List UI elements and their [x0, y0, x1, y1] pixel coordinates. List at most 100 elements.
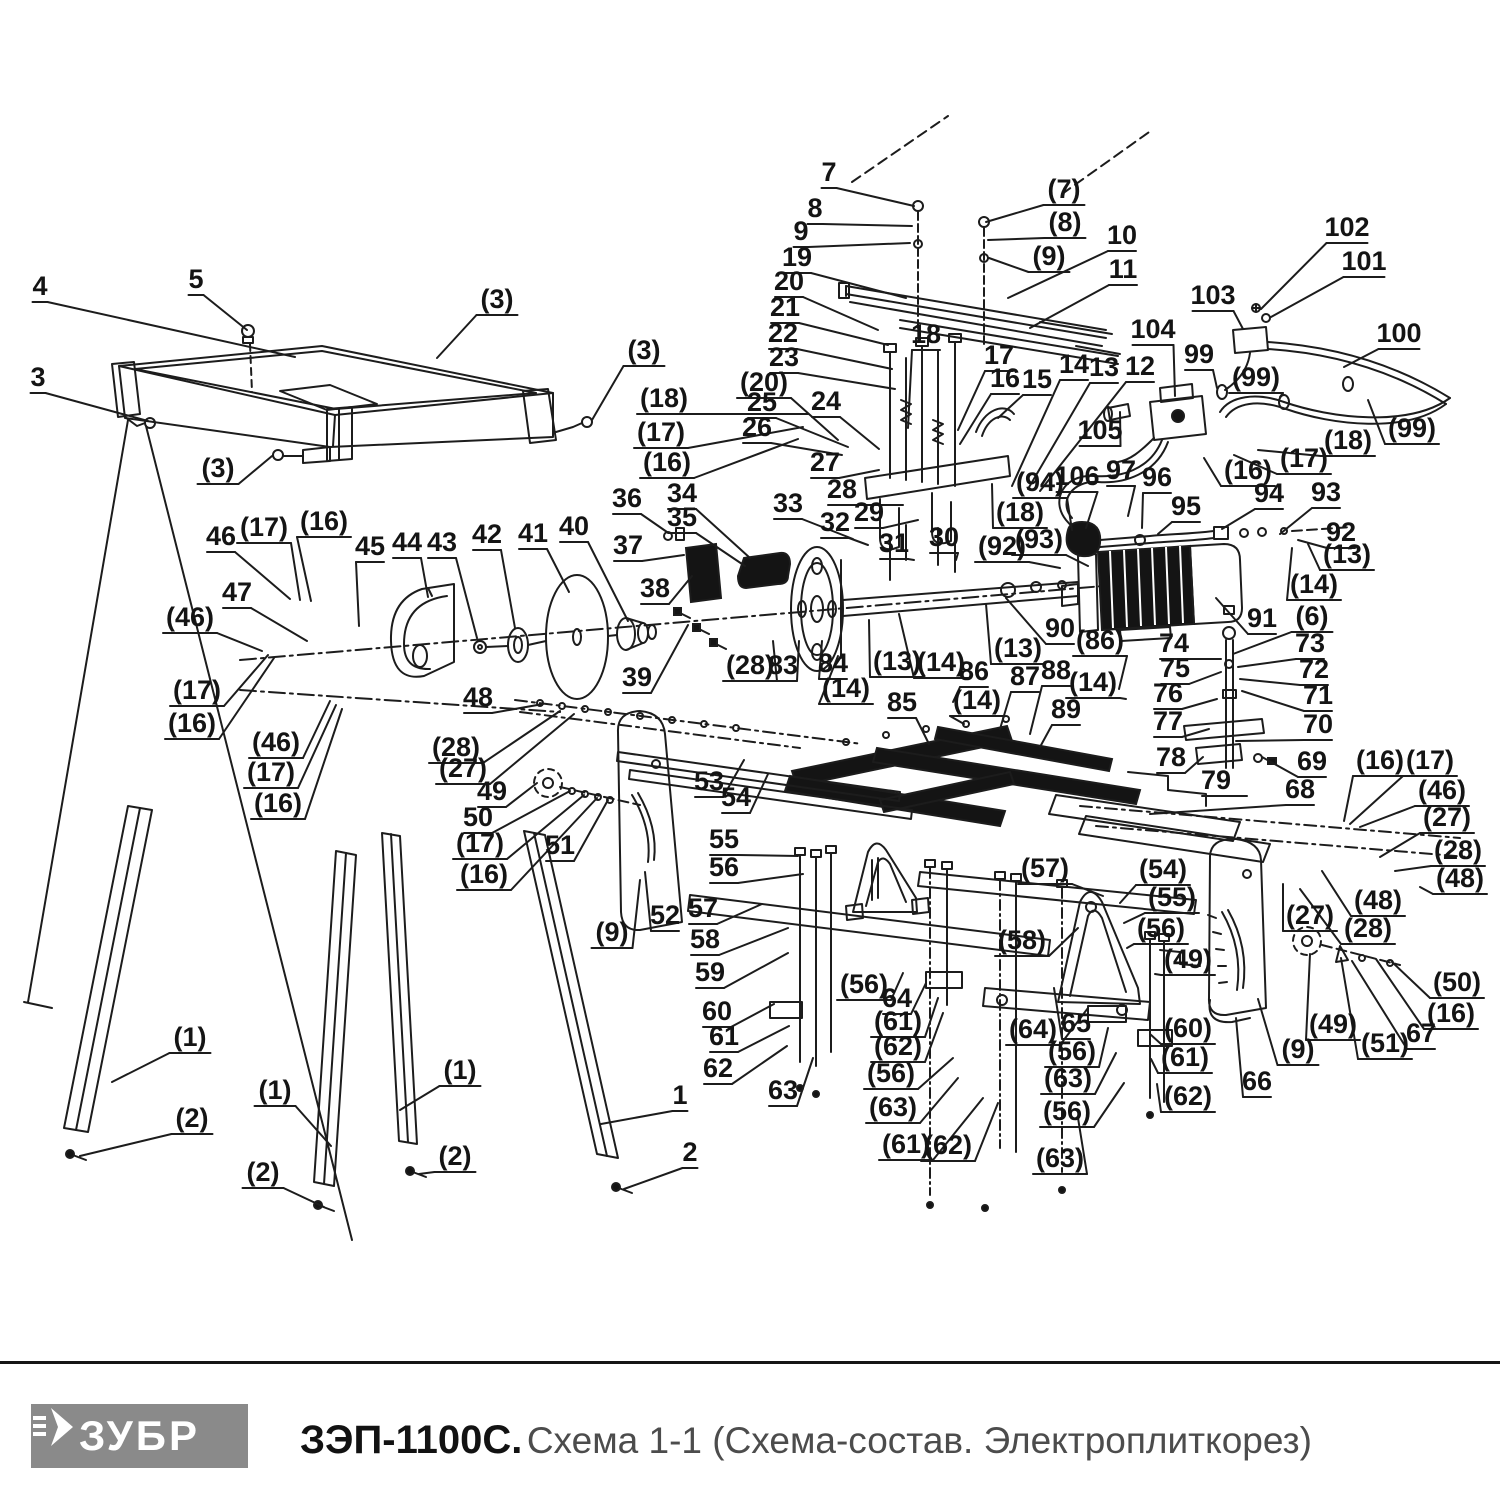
part-label: 61	[709, 1021, 739, 1051]
leader-line	[917, 1057, 954, 1090]
leader-line	[807, 242, 911, 248]
part-label: (86)	[1076, 625, 1124, 655]
part-label: 78	[1156, 742, 1186, 772]
part-label: (27)	[439, 753, 487, 783]
part-label: 71	[1303, 680, 1333, 710]
part-label: (18)	[996, 497, 1044, 527]
part-label: (1)	[259, 1075, 292, 1105]
leader-line	[1027, 382, 1091, 490]
part-label: 76	[1153, 678, 1183, 708]
part-label: (99)	[1388, 413, 1436, 443]
leader-line	[722, 759, 745, 798]
part-label: (2)	[176, 1103, 209, 1133]
part-label: (55)	[1148, 882, 1196, 912]
leader-line	[44, 392, 149, 422]
part-label: 63	[768, 1075, 798, 1105]
part-label: (13)	[1323, 539, 1371, 569]
leader-line	[1028, 561, 1061, 569]
leader-line	[801, 518, 854, 540]
part-label: 37	[613, 530, 643, 560]
part-label: 65	[1061, 1008, 1091, 1038]
leader-line	[355, 561, 360, 627]
part-label: 64	[882, 983, 912, 1013]
part-label: 84	[818, 648, 848, 678]
leader-line	[1235, 1017, 1244, 1098]
leader-line	[1375, 958, 1425, 1030]
part-label: 104	[1130, 314, 1175, 344]
part-label: 59	[695, 957, 725, 987]
part-label: 48	[463, 682, 493, 712]
leader-line	[1261, 756, 1299, 778]
leader-line	[455, 557, 478, 639]
leader-line	[1286, 547, 1293, 601]
leader-line	[1343, 775, 1354, 822]
part-label: (28)	[432, 732, 480, 762]
part-label: 95	[1171, 491, 1201, 521]
part-label: 24	[811, 386, 841, 416]
part-label: (9)	[1282, 1034, 1315, 1064]
leader-line	[915, 717, 930, 745]
leader-lines	[29, 187, 1488, 1208]
part-label: (3)	[628, 335, 661, 365]
leader-line	[1305, 953, 1311, 1041]
part-label: (61)	[1161, 1042, 1209, 1072]
part-label: 9	[793, 216, 808, 246]
part-label: 39	[622, 662, 652, 692]
leader-line	[1157, 521, 1173, 535]
leader-line	[234, 551, 291, 600]
leader-line	[1359, 805, 1416, 828]
part-label: 26	[742, 412, 772, 442]
part-label: (56)	[1043, 1096, 1091, 1126]
part-label: (14)	[953, 685, 1001, 715]
part-label: (14)	[1290, 569, 1338, 599]
part-label: (16)	[300, 506, 348, 536]
part-label: (9)	[1033, 241, 1066, 271]
bottom-bolts	[769, 845, 1173, 1212]
leader-line	[1235, 739, 1305, 742]
part-label: (57)	[1021, 853, 1069, 883]
part-label: 54	[721, 782, 751, 812]
leader-line	[216, 632, 263, 652]
leader-line	[1203, 457, 1222, 487]
leader-line	[1349, 775, 1404, 825]
part-label: (9)	[596, 917, 629, 947]
leader-line	[1085, 491, 1099, 529]
part-label: 57	[688, 893, 718, 923]
leader-line	[282, 1187, 325, 1208]
part-label: (63)	[1036, 1143, 1084, 1173]
leader-line	[959, 393, 992, 445]
leader-line	[907, 558, 915, 561]
part-label: (16)	[254, 788, 302, 818]
part-label: (64)	[1009, 1014, 1057, 1044]
leader-line	[1215, 597, 1249, 635]
leader-line	[644, 871, 652, 932]
part-label: (56)	[1048, 1036, 1096, 1066]
leader-line	[810, 272, 907, 299]
leader-line	[1066, 497, 1073, 531]
leader-line	[1119, 697, 1127, 700]
part-label: 44	[392, 527, 422, 557]
part-label: (56)	[1137, 913, 1185, 943]
leader-line	[772, 640, 778, 682]
leader-line	[997, 394, 1024, 419]
leader-line	[1394, 865, 1432, 872]
leader-line	[749, 773, 769, 814]
schema-title: Схема 1-1 (Схема-состав. Электроплиткоре…	[526, 1420, 1312, 1461]
part-label: (27)	[1286, 900, 1334, 930]
leg-screws	[65, 1149, 633, 1212]
leader-line	[910, 982, 927, 1015]
leader-line	[623, 1167, 684, 1190]
leader-line	[506, 794, 585, 860]
leader-line	[821, 223, 913, 227]
part-label: 87	[1010, 661, 1040, 691]
part-label: (63)	[1044, 1063, 1092, 1093]
leader-line	[924, 1012, 944, 1063]
part-label: (63)	[869, 1092, 917, 1122]
part-label: 46	[206, 521, 236, 551]
leader-line	[957, 370, 986, 431]
part-label: 14	[1059, 349, 1089, 379]
leader-line	[985, 204, 1045, 223]
part-label: 88	[1041, 655, 1071, 685]
